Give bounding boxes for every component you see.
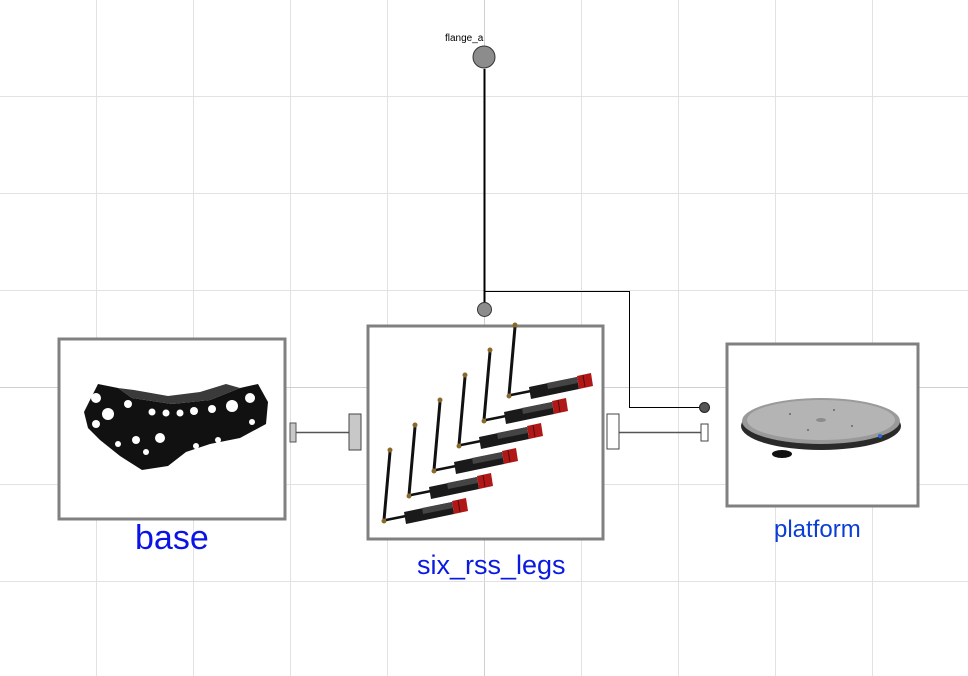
platform-block[interactable] (699, 342, 920, 508)
flange-a-connector[interactable] (472, 45, 496, 69)
six-rss-legs-3d-icon (381, 322, 593, 524)
legs-frame-b-connector[interactable] (606, 413, 620, 450)
platform-label: platform (774, 516, 861, 543)
round-platform-3d-icon (741, 398, 901, 458)
legs-frame-a-connector[interactable] (348, 413, 362, 451)
base-label: base (135, 519, 209, 557)
platform-flange-connector[interactable] (699, 402, 710, 413)
legs-flange-connector[interactable] (477, 302, 492, 317)
six-rss-legs-label: six_rss_legs (417, 550, 566, 580)
six-rss-legs-block[interactable] (348, 302, 620, 541)
legs-frame (366, 324, 605, 541)
connections (296, 69, 705, 434)
platform-frame-a-connector[interactable] (700, 423, 709, 442)
base-block[interactable] (57, 337, 297, 521)
flange-to-platform-wire[interactable] (484, 291, 705, 408)
hexapod-base-3d-icon (84, 384, 268, 470)
flange-a-label: flange_a (445, 33, 484, 44)
base-frame-b-connector[interactable] (289, 422, 297, 443)
